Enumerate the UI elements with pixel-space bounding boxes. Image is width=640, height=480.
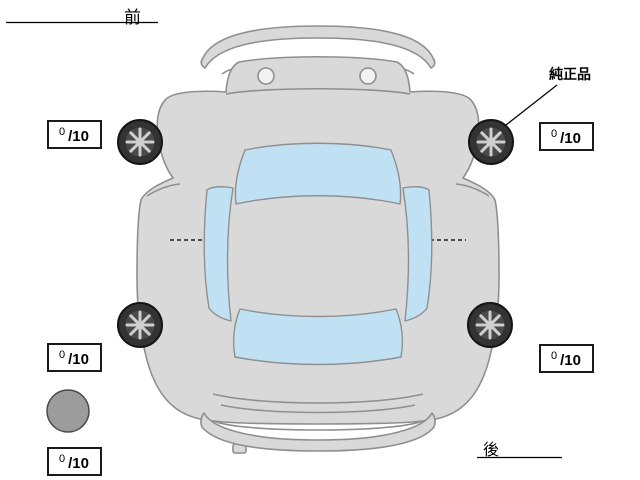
rear-label: 後 xyxy=(483,442,500,459)
trunk-line-2 xyxy=(220,404,416,414)
wheel-rear-right-icon xyxy=(466,301,514,349)
rating-scale: /10 xyxy=(560,352,581,369)
rating-scale: /10 xyxy=(68,351,89,368)
front-bumper xyxy=(200,25,436,69)
hood-detail-left xyxy=(257,67,275,85)
hood-detail-right xyxy=(359,67,377,85)
front-label: 前 xyxy=(124,8,141,27)
rating-box-spare: 0 /10 xyxy=(47,447,102,476)
wheel-front-right-icon xyxy=(467,118,515,166)
rating-value: 0 xyxy=(59,126,66,138)
rear-bumper xyxy=(200,412,436,452)
rating-value: 0 xyxy=(551,350,558,362)
mirror-line-left xyxy=(146,183,181,197)
rating-value: 0 xyxy=(551,128,558,140)
wheel-front-left-icon xyxy=(116,118,164,166)
rating-box-rear-right: 0 /10 xyxy=(539,344,594,373)
rating-scale: /10 xyxy=(560,130,581,147)
rating-value: 0 xyxy=(59,349,66,361)
annotation-lines xyxy=(6,21,562,459)
genuine-part-label: 純正品 xyxy=(549,66,591,82)
genuine-part-callout-line xyxy=(505,84,558,126)
windshield xyxy=(234,142,402,205)
hood-seam-line xyxy=(225,87,411,95)
mirror-line-right xyxy=(455,183,490,197)
rating-box-front-left: 0 /10 xyxy=(47,120,102,149)
car-glass-group xyxy=(203,142,433,366)
wheel-rear-left-icon xyxy=(116,301,164,349)
side-window-left xyxy=(203,185,234,322)
rear-window xyxy=(232,308,404,366)
car-body-group xyxy=(136,25,500,454)
rating-box-rear-left: 0 /10 xyxy=(47,343,102,372)
rating-box-front-right: 0 /10 xyxy=(539,122,594,151)
rating-value: 0 xyxy=(59,453,66,465)
rating-scale: /10 xyxy=(68,128,89,145)
car-body-outline xyxy=(136,55,500,425)
trunk-line-1 xyxy=(212,393,424,404)
rating-scale: /10 xyxy=(68,455,89,472)
spare-tire-icon xyxy=(46,389,90,433)
side-window-right xyxy=(402,185,433,322)
rear-bumper-line xyxy=(213,420,423,431)
